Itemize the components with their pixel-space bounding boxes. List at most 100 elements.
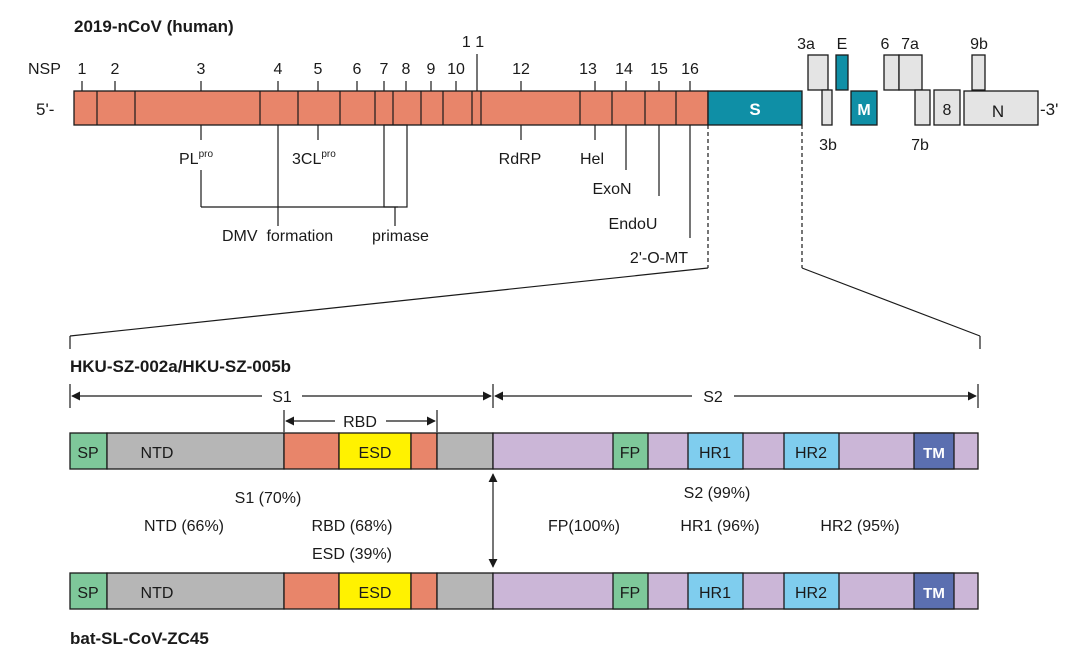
sp-label: SP [77, 445, 98, 462]
plpro-label: PLpro [179, 149, 213, 168]
envelope-label: E [837, 36, 848, 53]
tm-domain [913, 572, 955, 610]
ntd-identity: NTD (66%) [144, 518, 224, 535]
nsp-number: 5 [314, 61, 323, 78]
envelope-box [835, 54, 849, 91]
function-leader-lines [200, 124, 691, 238]
nsp-number: 10 [447, 61, 465, 78]
hr2-label: HR2 [795, 445, 827, 462]
hr1-domain [687, 432, 744, 470]
esd-label: ESD [359, 445, 392, 462]
hr2-domain [783, 432, 840, 470]
s2-span: S2 [494, 384, 979, 408]
rbd-label: RBD [343, 414, 377, 431]
nucleocapsid-box [963, 90, 1039, 126]
nsp-number: 15 [650, 61, 668, 78]
tm-label: TM [923, 585, 945, 602]
nsp-number: 16 [681, 61, 699, 78]
top-spike-bar: SP NTD ESD FP HR1 HR2 TM [69, 432, 979, 470]
nsp-number: 2 [111, 61, 120, 78]
rbd-span: RBD [283, 410, 438, 432]
bottom-spike-bar: SP NTD ESD FP HR1 HR2 TM [69, 572, 979, 610]
ntd-label: NTD [141, 585, 174, 602]
nsp-polyprotein [73, 90, 709, 126]
nsp-label: NSP [28, 61, 61, 78]
nsp-number: 6 [353, 61, 362, 78]
fp-label: FP [620, 445, 640, 462]
nsp-number: 8 [402, 61, 411, 78]
rbd-domain-right [410, 572, 438, 610]
orf7a-box [898, 54, 923, 91]
fp-identity: FP(100%) [548, 518, 620, 535]
nsp-tick-marks [81, 54, 691, 91]
hel-label: Hel [580, 151, 604, 168]
orf9b-label: 9b [970, 36, 988, 53]
orf8-label: 8 [943, 102, 952, 119]
hr1-label: HR1 [699, 445, 731, 462]
orf6-label: 6 [881, 36, 890, 53]
zoom-line-left [69, 267, 709, 337]
nsp-boundaries [96, 91, 677, 125]
s2-label: S2 [703, 389, 723, 406]
rdrp-label: RdRP [499, 151, 542, 168]
esd-label: ESD [359, 585, 392, 602]
zoom-line-right [801, 267, 981, 337]
orf9b-box [971, 54, 986, 91]
rbd-identity: RBD (68%) [312, 518, 393, 535]
bottom-strain-label: bat-SL-CoV-ZC45 [70, 629, 209, 648]
ntd-label: NTD [141, 445, 174, 462]
tm-label: TM [923, 445, 945, 462]
spike-gene [707, 90, 803, 126]
orf7b-box [914, 89, 931, 126]
sp-label: SP [77, 585, 98, 602]
ntd-domain [106, 572, 285, 610]
spike-gene-label: S [749, 100, 760, 119]
identity-annotations: S1 (70%) S2 (99%) NTD (66%) RBD (68%) ES… [144, 485, 900, 563]
orf3a-label: 3a [797, 36, 815, 53]
nsp-number: 1 1 [462, 34, 484, 51]
rbd-domain-left [283, 572, 340, 610]
s1-ctd-domain [436, 432, 494, 470]
s2-identity: S2 (99%) [684, 485, 751, 502]
endou-label: EndoU [609, 216, 658, 233]
s1-span: S1 [69, 384, 494, 408]
orf3b-box [821, 89, 833, 126]
sp-domain [69, 572, 108, 610]
nsp-number: 3 [197, 61, 206, 78]
rbd-domain-right [410, 432, 438, 470]
exon-label: ExoN [592, 181, 631, 198]
esd-domain [338, 572, 412, 610]
membrane-label: M [857, 102, 870, 119]
hr2-domain [783, 572, 840, 610]
orf6-box [883, 54, 900, 91]
nsp-number: 12 [512, 61, 530, 78]
hr2-identity: HR2 (95%) [820, 518, 899, 535]
nsp-number: 9 [427, 61, 436, 78]
membrane-box [850, 90, 878, 126]
orf7a-label: 7a [901, 36, 919, 53]
s1-identity: S1 (70%) [235, 490, 302, 507]
orf7b-label: 7b [911, 137, 929, 154]
ntd-domain [106, 432, 285, 470]
dmv-formation-label: DMV formation [222, 228, 333, 245]
nsp-number: 1 [78, 61, 87, 78]
s1-label: S1 [272, 389, 292, 406]
three-prime-label: -3' [1040, 100, 1058, 119]
primase-label: primase [372, 228, 429, 245]
s1-ctd-domain [436, 572, 494, 610]
hr1-label: HR1 [699, 585, 731, 602]
nsp-number: 7 [380, 61, 389, 78]
orf8-box [933, 89, 961, 126]
fp-domain [612, 572, 649, 610]
tm-domain [913, 432, 955, 470]
orf3b-label: 3b [819, 137, 837, 154]
top-strain-label: HKU-SZ-002a/HKU-SZ-005b [70, 357, 291, 376]
hr1-identity: HR1 (96%) [680, 518, 759, 535]
nucleocapsid-label: N [992, 102, 1004, 121]
fp-domain [612, 432, 649, 470]
orf3a-box [807, 54, 829, 91]
3clpro-label: 3CLpro [292, 149, 336, 168]
genome-title: 2019-nCoV (human) [74, 17, 234, 36]
hr1-domain [687, 572, 744, 610]
